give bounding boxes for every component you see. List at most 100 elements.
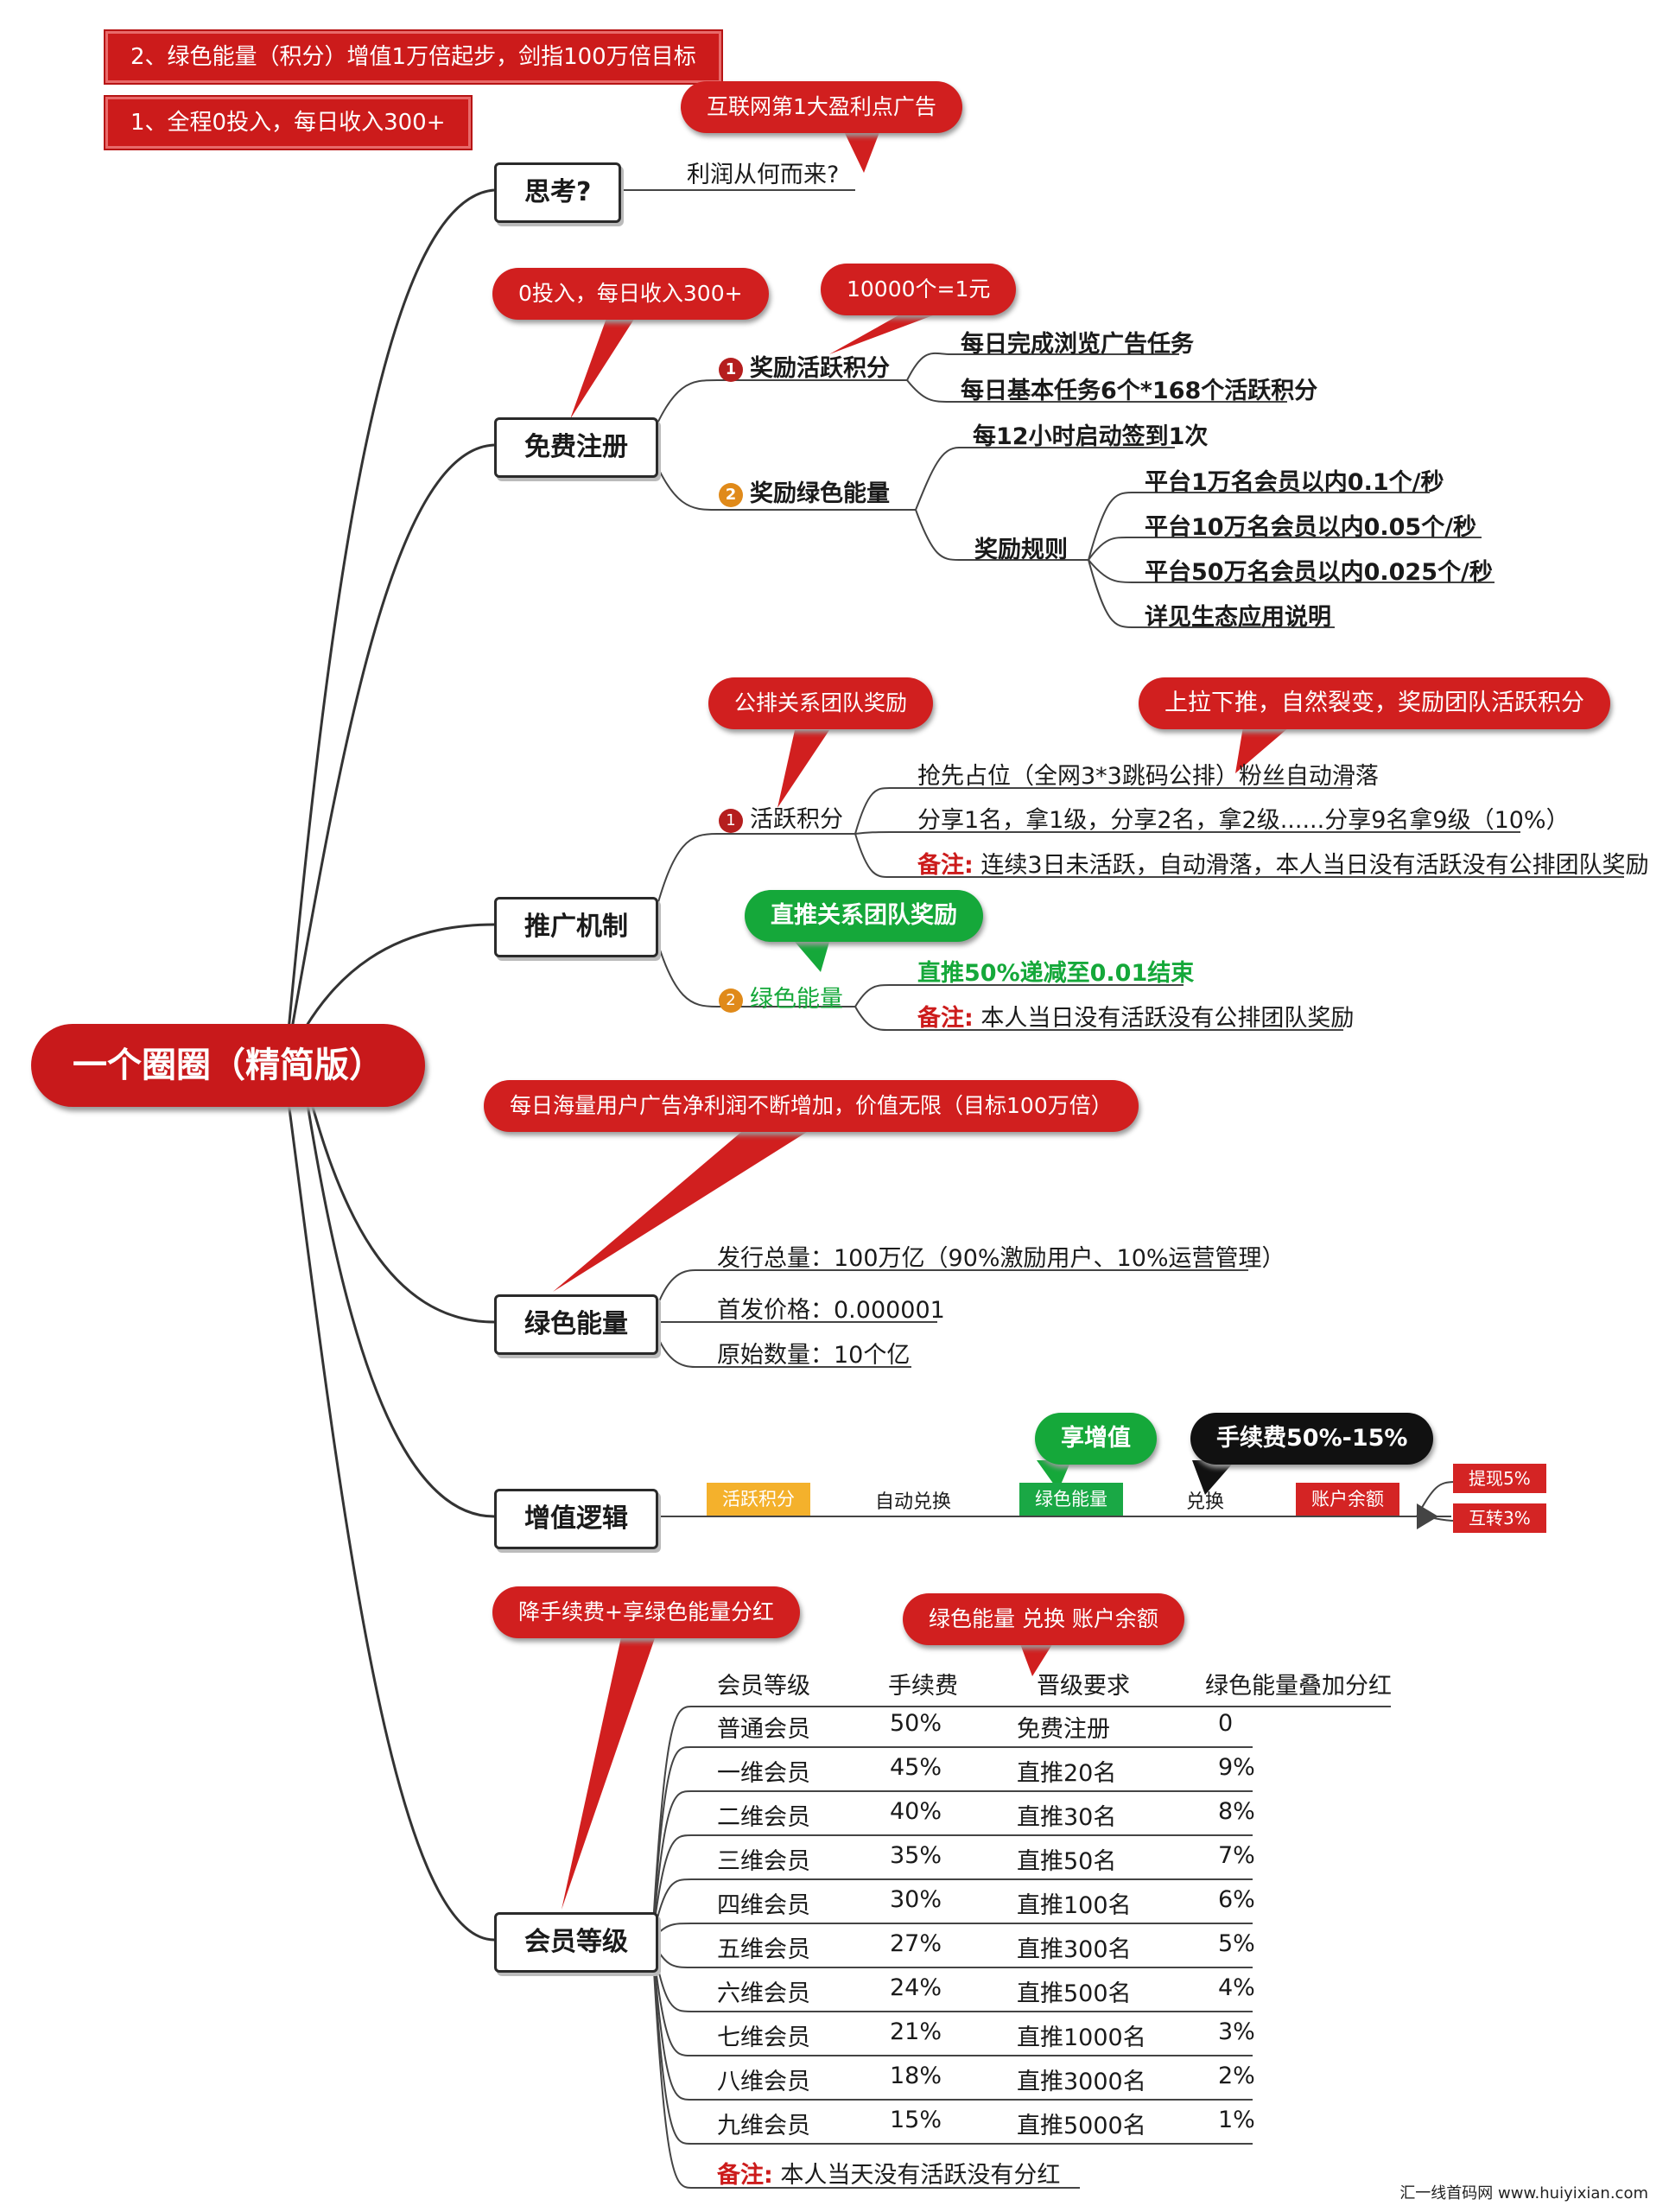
cell-dividend: 6% — [1218, 1886, 1255, 1913]
register-sub2-label: 奖励绿色能量 — [750, 480, 890, 507]
callout-logic-green: 享增值 — [1035, 1413, 1157, 1465]
top-banner-1: 2、绿色能量（积分）增值1万倍起步，剑指100万倍目标 — [105, 31, 721, 83]
node-logic: 增值逻辑 — [494, 1489, 658, 1549]
cell-level: 九维会员 — [717, 2113, 810, 2139]
number-badge: 2 — [719, 988, 743, 1013]
cell-dividend: 2% — [1218, 2063, 1255, 2089]
energy-item-1: 发行总量：100万亿（90%激励用户、10%运营管理） — [717, 1245, 1285, 1272]
chip-transfer: 互转3% — [1453, 1503, 1546, 1533]
callout-promo-right: 上拉下推，自然裂变，奖励团队活跃积分 — [1139, 677, 1610, 729]
cell-dividend: 7% — [1218, 1842, 1255, 1869]
callout-member-right: 绿色能量 兑换 账户余额 — [903, 1593, 1184, 1645]
node-energy: 绿色能量 — [494, 1294, 658, 1355]
register-sub1-label: 奖励活跃积分 — [750, 355, 890, 382]
cell-requirement: 免费注册 — [1017, 1716, 1110, 1743]
register-rule-1: 平台1万名会员以内0.1个/秒 — [1145, 469, 1444, 496]
cell-fee: 27% — [890, 1930, 942, 1957]
number-badge: 2 — [719, 482, 743, 507]
cell-dividend: 1% — [1218, 2107, 1255, 2133]
note-text: 本人当日没有活跃没有公排团队奖励 — [980, 1005, 1355, 1032]
callout-logic-black: 手续费50%-15% — [1190, 1413, 1434, 1465]
register-rule-2: 平台10万名会员以内0.05个/秒 — [1145, 514, 1477, 541]
cell-fee: 18% — [890, 2063, 942, 2089]
cell-dividend: 5% — [1218, 1930, 1255, 1957]
chip-withdraw: 提现5% — [1453, 1464, 1546, 1493]
cell-fee: 50% — [890, 1710, 942, 1737]
top-banner-2: 1、全程0投入，每日收入300+ — [105, 97, 471, 149]
note-label: 备注: — [717, 2162, 773, 2189]
auto-exchange-label: 自动兑换 — [875, 1491, 952, 1513]
promo-sub2: 2 绿色能量 — [719, 980, 843, 1014]
note-label: 备注: — [917, 1005, 974, 1032]
cell-fee: 35% — [890, 1842, 942, 1869]
cell-level: 普通会员 — [717, 1716, 810, 1743]
callout-energy: 每日海量用户广告净利润不断增加，价值无限（目标100万倍） — [484, 1080, 1139, 1132]
cell-dividend: 9% — [1218, 1754, 1255, 1781]
register-rule-label: 奖励规则 — [974, 537, 1068, 563]
cell-fee: 45% — [890, 1754, 942, 1781]
header-requirement: 晋级要求 — [1037, 1673, 1130, 1700]
cell-level: 八维会员 — [717, 2069, 810, 2095]
cell-requirement: 直推500名 — [1017, 1980, 1132, 2007]
header-level: 会员等级 — [717, 1673, 810, 1700]
energy-item-2: 首发价格：0.000001 — [717, 1297, 945, 1324]
cell-requirement: 直推30名 — [1017, 1804, 1117, 1831]
node-think: 思考? — [494, 162, 622, 223]
cell-fee: 24% — [890, 1974, 942, 2001]
cell-fee: 30% — [890, 1886, 942, 1913]
energy-item-3: 原始数量：10个亿 — [717, 1342, 911, 1369]
note-label: 备注: — [917, 852, 974, 879]
node-register: 免费注册 — [494, 417, 658, 478]
cell-fee: 15% — [890, 2107, 942, 2133]
callout-think: 互联网第1大盈利点广告 — [681, 81, 962, 133]
register-sign-item: 每12小时启动签到1次 — [973, 423, 1209, 450]
callout-register-left: 0投入，每日收入300+ — [492, 268, 769, 320]
promo-sub1-note: 备注: 连续3日未活跃，自动滑落，本人当日没有活跃没有公排团队奖励 — [917, 846, 1649, 880]
exchange-label: 兑换 — [1186, 1491, 1225, 1513]
note-text: 连续3日未活跃，自动滑落，本人当日没有活跃没有公排团队奖励 — [980, 852, 1649, 879]
cell-dividend: 4% — [1218, 1974, 1255, 2001]
cell-fee: 40% — [890, 1798, 942, 1825]
cell-requirement: 直推100名 — [1017, 1892, 1132, 1919]
cell-fee: 21% — [890, 2018, 942, 2045]
promo-sub1: 1 活跃积分 — [719, 800, 843, 834]
number-badge: 1 — [719, 808, 743, 833]
promo-sub1-item-2: 分享1名，拿1级，分享2名，拿2级......分享9名拿9级（10%） — [917, 807, 1570, 834]
watermark: 汇一线首码网 www.huiyixian.com — [1399, 2184, 1648, 2202]
member-note: 备注: 本人当天没有活跃没有分红 — [717, 2156, 1060, 2190]
promo-sub1-label: 活跃积分 — [750, 806, 843, 833]
node-promo: 推广机制 — [494, 897, 658, 957]
cell-dividend: 3% — [1218, 2018, 1255, 2045]
promo-sub2-green-item: 直推50%递减至0.01结束 — [917, 960, 1195, 987]
chip-active-points: 活跃积分 — [707, 1483, 810, 1516]
promo-sub2-note: 备注: 本人当日没有活跃没有公排团队奖励 — [917, 999, 1354, 1033]
cell-level: 二维会员 — [717, 1804, 810, 1831]
cell-level: 五维会员 — [717, 1936, 810, 1963]
cell-requirement: 直推5000名 — [1017, 2113, 1146, 2139]
header-fee: 手续费 — [888, 1673, 958, 1700]
think-text: 利润从何而来? — [687, 162, 840, 188]
register-sub1-item-2: 每日基本任务6个*168个活跃积分 — [961, 378, 1318, 404]
register-sub2: 2 奖励绿色能量 — [719, 474, 890, 508]
register-sub1-item-1: 每日完成浏览广告任务 — [961, 331, 1194, 358]
cell-requirement: 直推1000名 — [1017, 2024, 1146, 2051]
cell-requirement: 直推300名 — [1017, 1936, 1132, 1963]
register-rule-3: 平台50万名会员以内0.025个/秒 — [1145, 559, 1493, 586]
note-text: 本人当天没有活跃没有分红 — [780, 2162, 1061, 2189]
chip-account-balance: 账户余额 — [1296, 1483, 1399, 1516]
cell-level: 七维会员 — [717, 2024, 810, 2051]
callout-register-right: 10000个=1元 — [821, 264, 1017, 315]
register-rule-4: 详见生态应用说明 — [1145, 604, 1331, 631]
cell-level: 一维会员 — [717, 1760, 810, 1787]
cell-level: 三维会员 — [717, 1848, 810, 1875]
root-node: 一个圈圈（精简版） — [31, 1024, 425, 1107]
cell-dividend: 0 — [1218, 1710, 1234, 1737]
promo-sub1-item-1: 抢先占位（全网3*3跳码公排）粉丝自动滑落 — [917, 763, 1379, 790]
cell-requirement: 直推3000名 — [1017, 2069, 1146, 2095]
cell-level: 六维会员 — [717, 1980, 810, 2007]
promo-sub2-label: 绿色能量 — [750, 986, 843, 1013]
cell-requirement: 直推50名 — [1017, 1848, 1117, 1875]
cell-requirement: 直推20名 — [1017, 1760, 1117, 1787]
cell-level: 四维会员 — [717, 1892, 810, 1919]
